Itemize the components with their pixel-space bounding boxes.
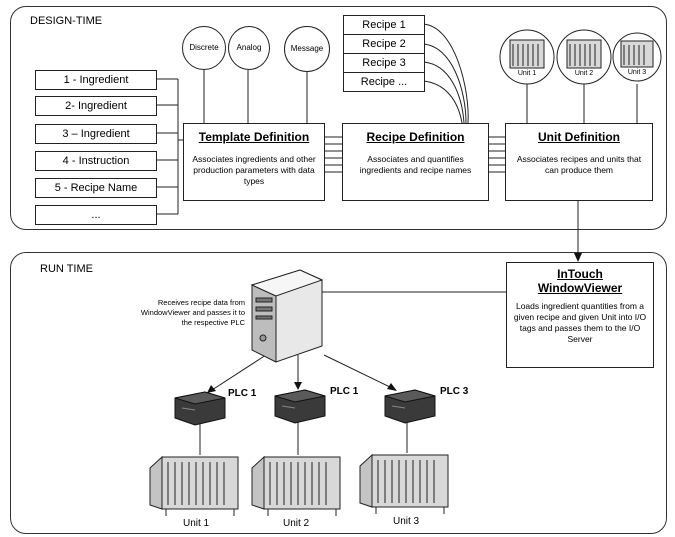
- connector-recipe-n: [422, 80, 463, 124]
- recipe-box-3: Recipe 3: [343, 53, 425, 73]
- ingredient-box-2: 2- Ingredient: [35, 96, 157, 116]
- intouch-desc: Loads ingredient quantities from a given…: [513, 301, 647, 344]
- arrow-intouch: [574, 253, 582, 262]
- design-time-title: DESIGN-TIME: [30, 15, 103, 27]
- plc-icon-2: [274, 389, 326, 424]
- plc-icon-1: [174, 391, 226, 426]
- recipe-box-1: Recipe 1: [343, 15, 425, 35]
- template-definition-title: Template Definition: [198, 130, 310, 144]
- unit-icon-top-2: [556, 29, 612, 85]
- connector-server-plc3: [323, 354, 393, 389]
- connector-recipe-1: [422, 23, 469, 124]
- unit-label-2: Unit 2: [283, 518, 310, 529]
- unit-machine-1: [149, 455, 239, 516]
- template-definition-box: Template Definition Associates ingredien…: [183, 123, 325, 201]
- unit-caption-top-2: Unit 2: [574, 70, 594, 77]
- unit-label-1: Unit 1: [183, 518, 210, 529]
- ingredient-box-3: 3 – Ingredient: [35, 124, 157, 144]
- intouch-windowviewer-box: InTouch WindowViewer Loads ingredient qu…: [506, 262, 654, 368]
- data-type-message: Message: [284, 26, 330, 72]
- recipe-definition-box: Recipe Definition Associates and quantif…: [342, 123, 489, 201]
- ingredient-box-5: 5 - Recipe Name: [35, 178, 157, 198]
- intouch-title-line1: InTouch: [557, 267, 603, 281]
- unit-label-3: Unit 3: [393, 516, 420, 527]
- ingredient-box-1: 1 - Ingredient: [35, 70, 157, 90]
- connector-recipe-3: [422, 61, 465, 124]
- data-type-analog: Analog: [228, 26, 270, 70]
- server-icon: [250, 269, 324, 363]
- connector-recipe-2: [422, 43, 467, 124]
- server-note: Receives recipe data from WindowViewer a…: [140, 298, 245, 327]
- arrow-plc2: [294, 382, 302, 390]
- plc-icon-3: [384, 389, 436, 424]
- plc-label-3: PLC 3: [440, 386, 469, 397]
- unit-machine-3: [359, 453, 449, 514]
- data-type-discrete-label: Discrete: [189, 43, 219, 52]
- connector-server-plc1: [211, 354, 267, 391]
- arrow-plc1: [207, 385, 216, 393]
- recipe-box-n: Recipe ...: [343, 72, 425, 92]
- arrow-plc3: [387, 383, 397, 391]
- template-definition-desc: Associates ingredients and other product…: [192, 154, 316, 186]
- unit-definition-desc: Associates recipes and units that can pr…: [516, 154, 642, 175]
- plc-label-1: PLC 1: [228, 388, 257, 399]
- recipe-box-2: Recipe 2: [343, 34, 425, 54]
- recipe-definition-title: Recipe Definition: [366, 130, 465, 144]
- run-time-title: RUN TIME: [40, 263, 93, 275]
- data-type-discrete: Discrete: [182, 26, 226, 70]
- unit-icon-top-1: [499, 29, 555, 85]
- data-type-message-label: Message: [290, 44, 324, 53]
- unit-definition-box: Unit Definition Associates recipes and u…: [505, 123, 653, 201]
- ingredient-box-4: 4 - Instruction: [35, 151, 157, 171]
- ingredient-box-6: ...: [35, 205, 157, 225]
- unit-caption-top-3: Unit 3: [627, 69, 647, 76]
- intouch-title-line2: WindowViewer: [537, 281, 623, 295]
- plc-label-2: PLC 1: [330, 386, 359, 397]
- unit-caption-top-1: Unit 1: [517, 70, 537, 77]
- unit-definition-title: Unit Definition: [538, 130, 620, 144]
- unit-machine-2: [251, 455, 341, 516]
- unit-icon-top-3: [612, 32, 662, 82]
- data-type-analog-label: Analog: [236, 43, 262, 52]
- recipe-definition-desc: Associates and quantifies ingredients an…: [359, 154, 472, 175]
